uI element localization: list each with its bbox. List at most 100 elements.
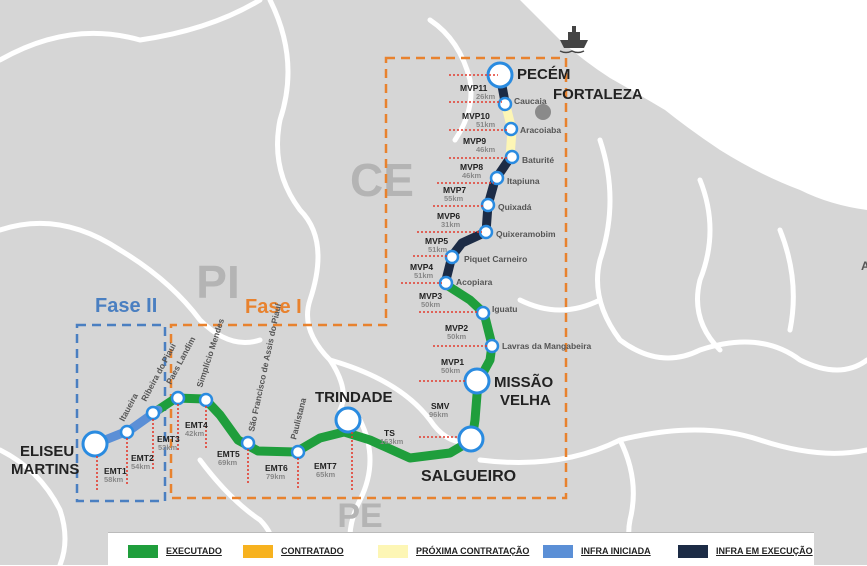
city-label-pecem: PECÉM bbox=[517, 66, 570, 83]
seg-emt6-name: EMT6 bbox=[265, 463, 288, 473]
seg-mvp10-km: 51km bbox=[476, 120, 496, 129]
station-label-caucaia: Caucaia bbox=[514, 96, 547, 106]
station-acopiara[interactable] bbox=[438, 275, 454, 291]
seg-mvp5-km: 51km bbox=[428, 245, 448, 254]
legend-swatch bbox=[678, 544, 708, 558]
seg-smv-km: 96km bbox=[429, 410, 449, 419]
legend-label: CONTRATADO bbox=[281, 546, 344, 556]
station-quixeramobim[interactable] bbox=[478, 224, 494, 240]
port-ship-icon bbox=[559, 26, 588, 54]
phase1-label: Fase I bbox=[245, 296, 302, 318]
legend-label: INFRA EM EXECUÇÃO bbox=[716, 546, 813, 556]
legend-label: PRÓXIMA CONTRATAÇÃO bbox=[416, 546, 530, 556]
seg-mvp9-name: MVP9 bbox=[463, 136, 486, 146]
city-label-velha: VELHA bbox=[500, 392, 551, 409]
seg-emt2-km: 54km bbox=[131, 462, 151, 471]
small-stations bbox=[119, 96, 520, 460]
fortaleza-city-dot bbox=[535, 104, 551, 120]
station-itaueira[interactable] bbox=[119, 424, 135, 440]
seg-ts-km: 163km bbox=[380, 437, 404, 446]
map-legend: EXECUTADO CONTRATADO PRÓXIMA CONTRATAÇÃO IN… bbox=[108, 532, 814, 566]
seg-mvp1-km: 50km bbox=[441, 366, 461, 375]
seg-emt1-km: 58km bbox=[104, 475, 124, 484]
seg-mvp6-km: 31km bbox=[441, 220, 461, 229]
station-pecem[interactable] bbox=[486, 61, 514, 89]
city-label-fortaleza: FORTALEZA bbox=[553, 86, 643, 103]
station-iguatu[interactable] bbox=[475, 305, 491, 321]
region-label-pe: PE bbox=[337, 497, 382, 535]
seg-ts-name: TS bbox=[384, 428, 395, 438]
legend-item: PRÓXIMA CONTRATAÇÃO bbox=[378, 543, 529, 559]
city-label-martins: MARTINS bbox=[11, 461, 79, 478]
seg-mvp3-name: MVP3 bbox=[419, 291, 442, 301]
seg-emt4-km: 42km bbox=[185, 429, 205, 438]
segment-labels: MVP11 26km MVP10 51km MVP9 46km MVP8 46k… bbox=[104, 83, 496, 484]
seg-mvp9-km: 46km bbox=[476, 145, 496, 154]
city-label-trindade: TRINDADE bbox=[315, 389, 393, 406]
seg-emt5-name: EMT5 bbox=[217, 449, 240, 459]
seg-smv-name: SMV bbox=[431, 401, 450, 411]
station-baturite[interactable] bbox=[504, 149, 520, 165]
legend-item: CONTRATADO bbox=[243, 543, 344, 559]
legend-item: INFRA EM EXECUÇÃO bbox=[678, 543, 813, 559]
station-label-aracoiaba: Aracoiaba bbox=[520, 125, 561, 135]
station-piquet[interactable] bbox=[444, 249, 460, 265]
seg-emt1-name: EMT1 bbox=[104, 466, 127, 476]
station-label-itapiuna: Itapiuna bbox=[507, 176, 540, 186]
seg-mvp1-name: MVP1 bbox=[441, 357, 464, 367]
phase2-box bbox=[75, 323, 167, 503]
phase2-label: Fase II bbox=[95, 295, 157, 317]
seg-mvp3-km: 50km bbox=[421, 300, 441, 309]
city-label-salgueiro: SALGUEIRO bbox=[421, 468, 516, 485]
station-aracoiaba[interactable] bbox=[503, 121, 519, 137]
seg-mvp2-name: MVP2 bbox=[445, 323, 468, 333]
legend-item: EXECUTADO bbox=[128, 543, 222, 559]
station-eliseu-martins[interactable] bbox=[81, 430, 109, 458]
seg-mvp6-name: MVP6 bbox=[437, 211, 460, 221]
seg-mvp8-name: MVP8 bbox=[460, 162, 483, 172]
city-label-missao: MISSÃO bbox=[494, 373, 554, 391]
station-simplicio[interactable] bbox=[198, 392, 214, 408]
region-label-ce: CE bbox=[350, 154, 414, 206]
legend-swatch bbox=[543, 544, 573, 558]
station-label-iguatu: Iguatu bbox=[492, 304, 518, 314]
seg-mvp4-name: MVP4 bbox=[410, 262, 433, 272]
seg-mvp11-km: 26km bbox=[476, 92, 496, 101]
station-label-baturite: Baturité bbox=[522, 155, 554, 165]
seg-mvp4-km: 51km bbox=[414, 271, 434, 280]
legend-swatch bbox=[128, 544, 158, 558]
seg-emt7-name: EMT7 bbox=[314, 461, 337, 471]
legend-label: EXECUTADO bbox=[166, 546, 222, 556]
seg-mvp2-km: 50km bbox=[447, 332, 467, 341]
station-paulistana[interactable] bbox=[290, 444, 306, 460]
segment-markers-vertical bbox=[96, 404, 353, 490]
station-label-lavras: Lavras da Mangabeira bbox=[502, 341, 592, 351]
legend-swatch bbox=[378, 544, 408, 558]
station-pavas[interactable] bbox=[170, 390, 186, 406]
station-caucaia[interactable] bbox=[497, 96, 513, 112]
seg-mvp11-name: MVP11 bbox=[460, 83, 488, 93]
seg-emt5-km: 69km bbox=[218, 458, 238, 467]
station-salgueiro[interactable] bbox=[457, 425, 485, 453]
station-sao-francisco[interactable] bbox=[240, 435, 256, 451]
seg-mvp8-km: 46km bbox=[462, 171, 482, 180]
seg-mvp10-name: MVP10 bbox=[462, 111, 490, 121]
seg-emt3-name: EMT3 bbox=[157, 434, 180, 444]
legend-label: INFRA INICIADA bbox=[581, 546, 651, 556]
legend-item: INFRA INICIADA bbox=[543, 543, 651, 559]
seg-mvp5-name: MVP5 bbox=[425, 236, 448, 246]
seg-emt2-name: EMT2 bbox=[131, 453, 154, 463]
station-lavras[interactable] bbox=[484, 338, 500, 354]
station-label-quixeramobim: Quixeramobim bbox=[496, 229, 556, 239]
station-trindade[interactable] bbox=[334, 406, 362, 434]
seg-emt3-km: 53km bbox=[158, 443, 178, 452]
station-label-quixada: Quixadá bbox=[498, 202, 532, 212]
station-label-piquet: Piquet Carneiro bbox=[464, 254, 527, 264]
seg-emt4-name: EMT4 bbox=[185, 420, 208, 430]
station-missao-velha[interactable] bbox=[463, 367, 491, 395]
seg-mvp7-name: MVP7 bbox=[443, 185, 466, 195]
station-ribeira[interactable] bbox=[145, 405, 161, 421]
station-quixada[interactable] bbox=[480, 197, 496, 213]
station-itapiuna[interactable] bbox=[489, 170, 505, 186]
